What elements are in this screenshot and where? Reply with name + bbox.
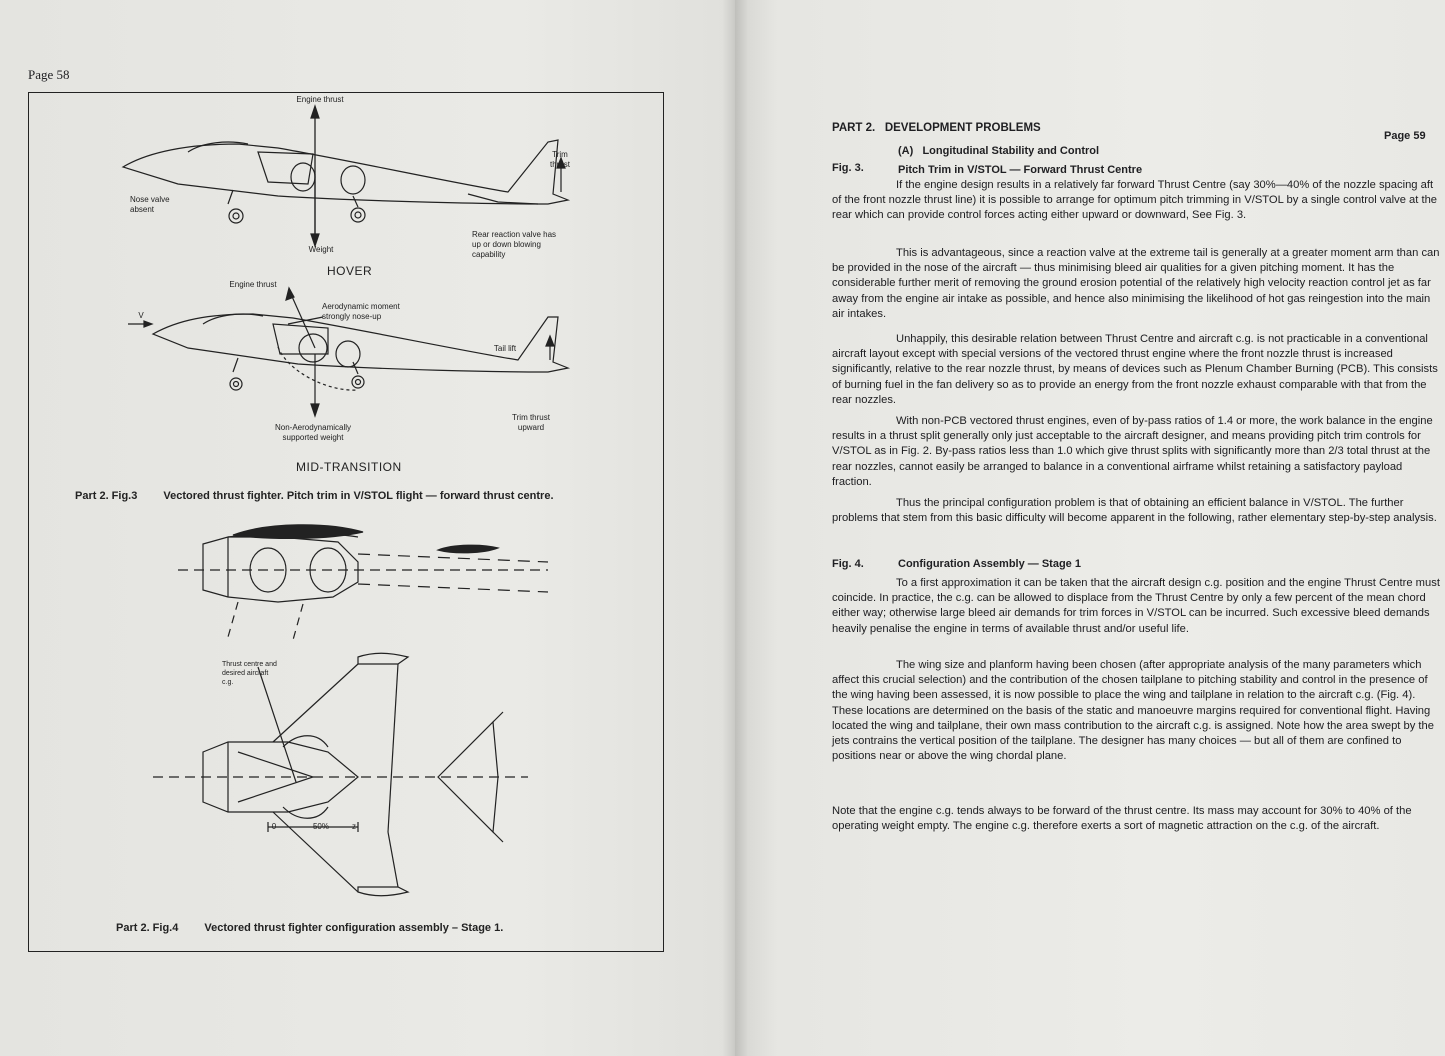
fig3-caption-number: Part 2. Fig.3 — [75, 490, 138, 502]
fig4-caption: Part 2. Fig.4 Vectored thrust fighter con… — [116, 922, 503, 934]
paragraph-4: With non-PCB vectored thrust engines, ev… — [832, 414, 1442, 490]
paragraph-1-text: If the engine design results in a relati… — [832, 179, 1438, 222]
label-aero-moment: Aerodynamic moment strongly nose-up — [322, 302, 400, 321]
paragraph-2: This is advantageous, since a reaction v… — [832, 246, 1442, 322]
label-engine-thrust-mid: Engine thrust — [229, 280, 277, 289]
paragraph-4-text: With non-PCB vectored thrust engines, ev… — [832, 415, 1433, 488]
label-hover: HOVER — [327, 264, 373, 278]
label-zero: 0 — [271, 822, 277, 831]
figure-drawings — [121, 104, 571, 897]
fig4-reference: Fig. 4. — [832, 558, 864, 570]
paragraph-5: Thus the principal configuration problem… — [832, 496, 1442, 526]
fig4-plan-view-drawing — [153, 652, 528, 897]
page-number-left: Page 58 — [28, 67, 70, 82]
figure-frame — [28, 92, 664, 952]
part-heading: PART 2. DEVELOPMENT PROBLEMS — [832, 122, 1041, 134]
label-v: V — [138, 311, 144, 320]
label-trim-thrust: Trim thrust — [549, 150, 570, 169]
fig4-caption-text: Vectored thrust fighter configuration as… — [204, 922, 504, 934]
paragraph-7: The wing size and planform having been c… — [832, 658, 1442, 764]
label-rear-valve: Rear reaction valve has up or down blowi… — [472, 230, 557, 259]
label-tail-lift: Tail lift — [493, 344, 517, 353]
paragraph-3-text: Unhappily, this desirable relation betwe… — [832, 333, 1438, 406]
book-gutter — [722, 0, 748, 1056]
fig3-caption: Part 2. Fig.3 Vectored thrust fighter. Pi… — [75, 490, 554, 502]
label-thrust-centre: Thrust centre and desired aircraft c.g. — [222, 661, 277, 686]
label-weight: Weight — [308, 245, 334, 254]
fig3-caption-text: Vectored thrust fighter. Pitch trim in V… — [163, 490, 554, 502]
left-page — [0, 0, 735, 1056]
paragraph-1: If the engine design results in a relati… — [832, 178, 1442, 224]
label-fifty-percent: 50% — [312, 822, 329, 831]
paragraph-2-text: This is advantageous, since a reaction v… — [832, 247, 1440, 320]
label-nose-valve: Nose valve absent — [130, 195, 170, 214]
paragraph-3: Unhappily, this desirable relation betwe… — [832, 332, 1442, 408]
label-trim-upward: Trim thrust upward — [512, 413, 550, 432]
sub-heading: (A) Longitudinal Stability and Control — [898, 145, 1100, 157]
label-mid-transition: MID-TRANSITION — [296, 460, 402, 474]
mid-transition-aircraft-drawing — [128, 313, 571, 391]
fig4-caption-number: Part 2. Fig.4 — [116, 922, 179, 934]
paragraph-5-text: Thus the principal configuration problem… — [832, 497, 1437, 525]
label-non-aero: Non-Aerodynamically supported weight — [274, 423, 352, 442]
label-engine-thrust-top: Engine thrust — [296, 95, 344, 104]
page-number-right: Page 59 — [1384, 130, 1426, 142]
paragraph-final: Note that the engine c.g. tends always t… — [832, 805, 1412, 833]
paragraph-7-text: The wing size and planform having been c… — [832, 659, 1434, 763]
fig4-title: Configuration Assembly — Stage 1 — [898, 558, 1081, 570]
fig3-title: Pitch Trim in V/STOL — Forward Thrust Ce… — [898, 164, 1143, 176]
paragraph-6: To a first approximation it can be taken… — [832, 576, 1442, 637]
fig4-side-view-drawing — [178, 524, 549, 641]
fig3-reference: Fig. 3. — [832, 162, 864, 174]
paragraph-6-text: To a first approximation it can be taken… — [832, 577, 1440, 635]
right-page — [735, 0, 1445, 1056]
label-z: z — [352, 822, 356, 831]
hover-aircraft-drawing — [121, 139, 571, 224]
